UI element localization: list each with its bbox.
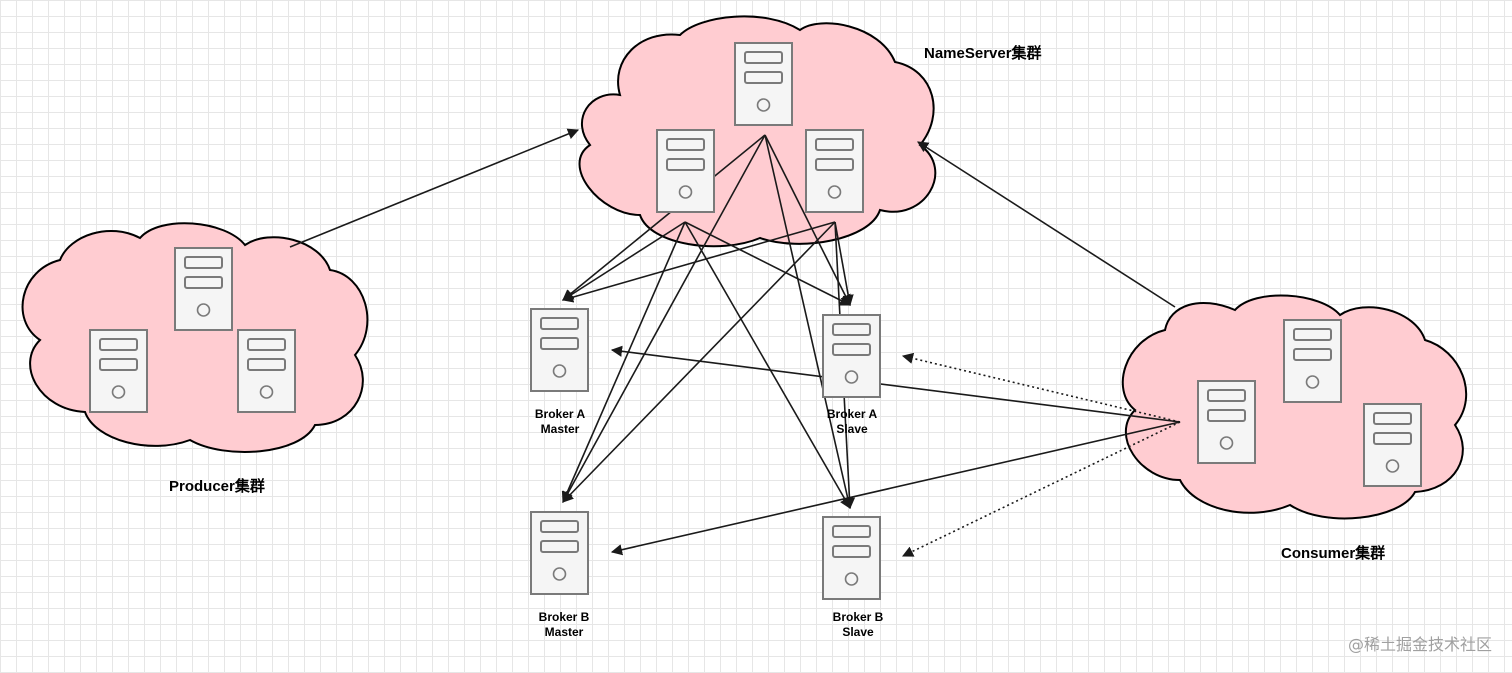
edge-consumer-to-broker-a-master <box>610 345 1181 423</box>
edge-ns3-to-broker-b-master <box>562 221 836 503</box>
edge-consumer-to-broker-b-master <box>610 421 1181 556</box>
broker-a-master-server-icon <box>530 308 589 392</box>
edge-ns1-to-broker-a-slave <box>764 134 851 307</box>
edge-consumer-to-nameserver <box>917 141 1176 308</box>
nameserver-1-server-icon <box>734 42 793 126</box>
edge-ns2-to-broker-a-slave <box>684 221 852 306</box>
edge-ns1-to-broker-b-master <box>562 134 766 503</box>
broker-b-master-label-line1: Broker B <box>539 610 590 624</box>
producer-3-server-icon <box>237 329 296 413</box>
producer-1-server-icon <box>174 247 233 331</box>
broker-b-master-label-line2: Master <box>545 625 584 639</box>
edge-consumer-to-broker-b-slave <box>901 421 1181 557</box>
broker-a-master-label-line2: Master <box>541 422 580 436</box>
edge-ns1-to-broker-a-master <box>562 134 766 301</box>
edge-ns2-to-broker-b-slave <box>684 221 851 509</box>
consumer-2-server-icon <box>1197 380 1256 464</box>
broker-a-slave-label-line2: Slave <box>836 422 868 436</box>
broker-a-slave-server-icon <box>822 314 881 398</box>
broker-b-slave-label-line1: Broker B <box>833 610 884 624</box>
nameserver-2-server-icon <box>656 129 715 213</box>
edge-ns2-to-broker-a-master <box>562 221 686 301</box>
consumer-3-server-icon <box>1363 403 1422 487</box>
edge-ns1-to-broker-b-slave <box>764 134 854 510</box>
edge-ns3-to-broker-a-master <box>561 221 836 303</box>
broker-a-slave-label-line1: Broker A <box>827 407 878 421</box>
broker-b-master-server-icon <box>530 511 589 595</box>
broker-b-slave-label-line2: Slave <box>842 625 874 639</box>
nameserver-cluster-label: NameServer集群 <box>924 44 1042 62</box>
nameserver-3-server-icon <box>805 129 864 213</box>
producer-2-server-icon <box>89 329 148 413</box>
broker-b-slave-server-icon <box>822 516 881 600</box>
edge-ns2-to-broker-b-master <box>561 221 686 504</box>
broker-a-master-label-line1: Broker A <box>535 407 586 421</box>
consumer-cluster-label: Consumer集群 <box>1281 544 1385 562</box>
edge-producer-to-nameserver <box>289 128 580 248</box>
watermark-text: @稀土掘金技术社区 <box>1348 635 1492 654</box>
consumer-1-server-icon <box>1283 319 1342 403</box>
edge-ns3-to-broker-a-slave <box>834 221 854 307</box>
producer-cluster-label: Producer集群 <box>169 477 265 495</box>
